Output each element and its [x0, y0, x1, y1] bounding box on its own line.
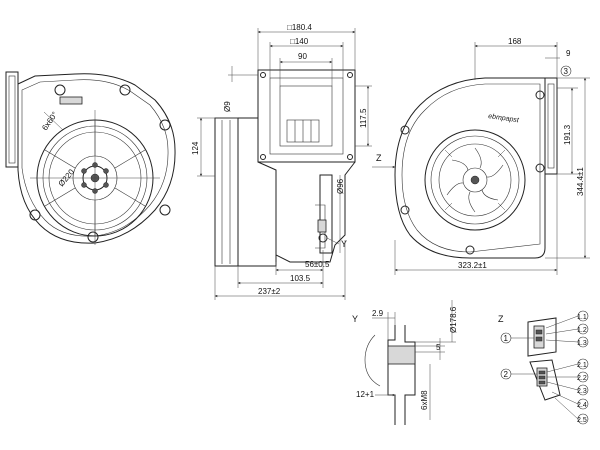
callout-1-3: 1.3	[577, 340, 587, 347]
dim-phi96: Ø96	[336, 178, 345, 194]
side-view: □180.4 □140 90 Ø9 117.5 124 Ø96 Y 56±0.5…	[191, 23, 372, 300]
dim-phi9: Ø9	[223, 101, 232, 112]
dim-180: □180.4	[287, 23, 312, 32]
callout-1: 1	[504, 334, 509, 343]
front-view: 6x60° Ø220	[5, 71, 176, 245]
view-marker-z: Z	[376, 153, 382, 163]
dim-178: Ø178.6	[449, 306, 458, 333]
callout-2: 2	[504, 370, 509, 379]
hole-note: 6x60°	[40, 110, 59, 132]
dim-m8: 6xM8	[420, 390, 429, 410]
dim-2-9: 2.9	[372, 309, 384, 318]
dim-12: 12+1	[356, 390, 375, 399]
callout-2-2: 2.2	[577, 375, 587, 382]
callout-1-2: 1.2	[577, 327, 587, 334]
dim-323: 323.2±1	[458, 261, 487, 270]
detail-y: Y 2.9 Ø178.6 5 12+1 6xM8	[352, 300, 458, 425]
callout-1-1: 1.1	[577, 314, 587, 321]
dim-5: 5	[436, 343, 441, 352]
dim-9: 9	[566, 49, 571, 58]
detail-z-title: Z	[498, 314, 504, 324]
detail-marker-y: Y	[341, 239, 347, 249]
dim-124: 124	[191, 141, 200, 155]
callout-2-4: 2.4	[577, 402, 587, 409]
dim-168: 168	[508, 37, 522, 46]
dim-103: 103.5	[290, 274, 311, 283]
dim-191: 191.3	[563, 124, 572, 145]
dim-90: 90	[298, 52, 307, 61]
callout-2-1: 2.1	[577, 362, 587, 369]
circle-dim: Ø220	[57, 167, 77, 188]
detail-y-title: Y	[352, 314, 358, 324]
brand-logo-text: ebmpapst	[488, 113, 520, 124]
detail-z: Z 1 1.1 1.2 1.3 2 2.1 2.2 2.3	[498, 310, 589, 425]
rear-view: ebmpapst 168 9 3 191.3 344.4±1 Z 323.2±1	[372, 37, 590, 275]
callout-2-5: 2.5	[577, 417, 587, 424]
dim-56: 56±0.5	[305, 260, 330, 269]
callout-2-3: 2.3	[577, 388, 587, 395]
dim-140: □140	[290, 37, 309, 46]
dim-237: 237±2	[258, 287, 281, 296]
callout-3: 3	[564, 67, 569, 76]
dim-117: 117.5	[359, 108, 368, 128]
dim-344: 344.4±1	[576, 167, 585, 196]
